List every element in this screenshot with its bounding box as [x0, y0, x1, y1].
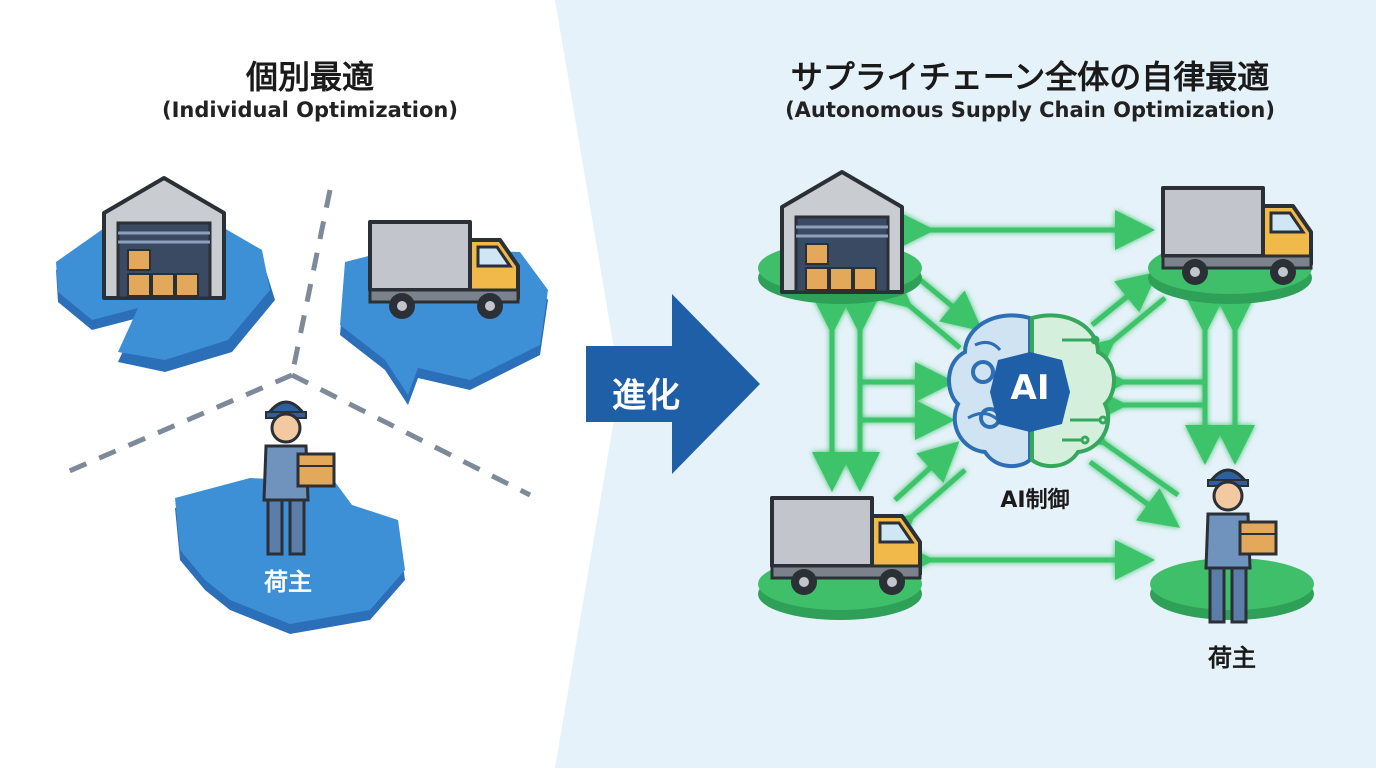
left-shipper-island [175, 400, 405, 634]
green-arrows [812, 210, 1255, 580]
gear-icon [971, 360, 995, 384]
warehouse-icon [102, 176, 226, 300]
left-shipper-label: 荷主 [264, 568, 312, 596]
ai-chip-label: AI [1010, 368, 1050, 408]
right-shipper-node [1150, 468, 1314, 624]
ai-chip [990, 352, 1070, 432]
ai-control-label: AI制御 [1000, 488, 1070, 513]
left-panel-title: 個別最適 [245, 58, 374, 96]
left-truck-island [340, 220, 548, 405]
evolution-arrow [586, 294, 760, 474]
right-truck-node-top [1148, 186, 1313, 304]
right-truck-node-bottom [758, 496, 922, 620]
right-warehouse-node [758, 170, 922, 304]
evolution-label: 進化 [612, 376, 680, 416]
divider-lines [59, 189, 532, 498]
right-shipper-label: 荷主 [1208, 644, 1256, 672]
left-panel-subtitle: (Individual Optimization) [162, 98, 458, 122]
ai-brain [946, 313, 1117, 469]
left-warehouse-island [56, 176, 275, 372]
right-panel-title: サプライチェーン全体の自律最適 [790, 58, 1270, 96]
right-panel-subtitle: (Autonomous Supply Chain Optimization) [785, 98, 1275, 122]
